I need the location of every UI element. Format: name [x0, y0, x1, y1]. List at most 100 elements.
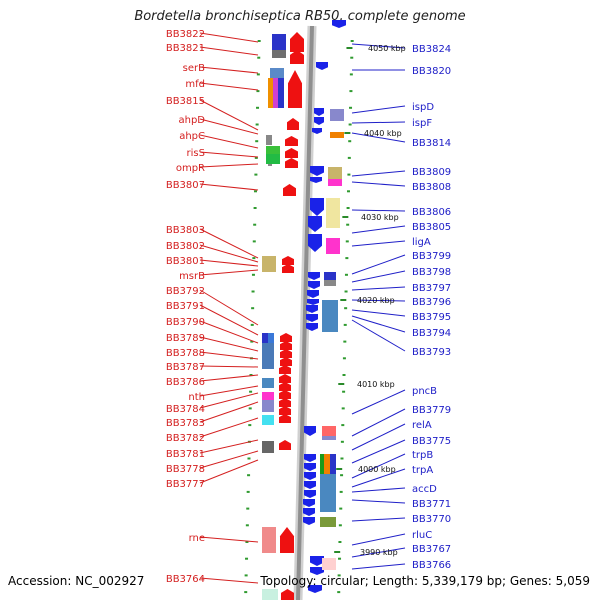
gene-block	[262, 589, 278, 600]
reverse-gene-arrow	[304, 472, 316, 480]
forward-gene-arrow	[290, 50, 304, 64]
gene-block	[262, 333, 268, 343]
map-title: Bordetella bronchiseptica RB50, complete…	[134, 9, 466, 24]
minor-tick	[342, 374, 346, 376]
gene-label-bb3809: BB3809	[412, 167, 451, 178]
gene-label-bb3784: BB3784	[166, 404, 205, 415]
leader-line	[351, 563, 406, 570]
forward-gene-arrow	[279, 382, 291, 391]
reverse-gene-arrow	[303, 508, 315, 516]
minor-tick	[257, 56, 261, 59]
gene-label-bb3771: BB3771	[412, 499, 451, 510]
gene-label-bb3791: BB3791	[166, 301, 205, 312]
forward-gene-arrow	[280, 341, 292, 350]
forward-gene-arrow	[290, 32, 304, 52]
gene-label-rne: rne	[189, 533, 205, 544]
forward-gene-arrow	[279, 398, 291, 407]
minor-tick	[253, 207, 257, 209]
gene-block	[268, 164, 272, 166]
gene-label-msrb: msrB	[179, 271, 205, 282]
reverse-gene-arrow	[310, 198, 324, 216]
leader-line	[351, 547, 406, 558]
gene-label-rela: relA	[412, 420, 432, 431]
major-tick	[346, 47, 353, 49]
leader-line	[199, 244, 259, 263]
minor-tick	[341, 424, 345, 427]
minor-tick	[349, 73, 353, 76]
forward-gene-arrow	[280, 333, 292, 342]
gene-label-bb3783: BB3783	[166, 418, 205, 429]
leader-line	[199, 228, 259, 259]
leader-line	[351, 499, 406, 504]
minor-tick	[251, 307, 255, 310]
forward-gene-arrow	[279, 414, 291, 423]
gene-block	[270, 68, 284, 78]
gene-label-nth: nth	[188, 392, 205, 403]
gene-label-trpa: trpA	[412, 465, 433, 476]
leader-line	[199, 259, 259, 267]
gene-block	[262, 527, 276, 553]
gene-label-bb3777: BB3777	[166, 479, 205, 490]
gene-block	[322, 558, 336, 570]
gene-block	[268, 333, 274, 343]
minor-tick	[253, 190, 257, 193]
leader-line	[199, 401, 259, 423]
leader-line	[199, 374, 259, 382]
reverse-gene-arrow	[310, 556, 324, 566]
gene-label-bb3820: BB3820	[412, 66, 451, 77]
forward-gene-arrow	[283, 184, 296, 196]
minor-tick	[244, 591, 248, 594]
leader-line	[351, 487, 406, 493]
forward-gene-arrow	[279, 406, 291, 415]
kbp-label: 4020 kbp	[357, 296, 395, 305]
leader-line	[199, 304, 259, 336]
leader-line	[199, 439, 259, 454]
gene-label-mfd: mfd	[185, 79, 205, 90]
reverse-gene-arrow	[306, 305, 318, 313]
leader-line	[199, 536, 259, 543]
gene-block	[326, 238, 340, 254]
minor-tick	[340, 457, 344, 460]
minor-tick	[343, 323, 347, 326]
minor-tick	[249, 390, 253, 393]
gene-label-ispf: ispF	[412, 118, 432, 129]
leader-line	[199, 417, 259, 438]
minor-tick	[251, 273, 255, 276]
gene-label-bb3789: BB3789	[166, 333, 205, 344]
reverse-gene-arrow	[310, 567, 324, 575]
leader-line	[199, 269, 259, 276]
minor-tick	[337, 574, 341, 577]
minor-tick	[256, 106, 260, 109]
leader-line	[199, 99, 259, 131]
minor-tick	[347, 173, 351, 176]
gene-block	[328, 179, 342, 186]
minor-tick	[339, 490, 343, 493]
gene-block	[322, 300, 338, 332]
reverse-gene-arrow	[304, 426, 316, 436]
leader-line	[199, 118, 259, 135]
minor-tick	[250, 340, 254, 343]
gene-block	[266, 154, 280, 164]
gene-label-riss: risS	[187, 148, 205, 159]
leader-line	[351, 319, 406, 352]
leader-line	[351, 170, 406, 177]
forward-gene-arrow	[282, 256, 294, 265]
leader-line	[351, 453, 406, 479]
gene-label-bb3814: BB3814	[412, 138, 451, 149]
reverse-gene-arrow	[304, 490, 316, 498]
reverse-gene-arrow	[307, 290, 319, 298]
reverse-gene-arrow	[306, 314, 318, 322]
minor-tick	[256, 90, 260, 93]
gene-block	[262, 256, 276, 272]
gene-label-bb3795: BB3795	[412, 312, 451, 323]
gene-label-pncb: pncB	[412, 386, 437, 397]
leader-line	[351, 270, 406, 283]
minor-tick	[350, 40, 354, 42]
minor-tick	[245, 524, 249, 527]
gene-block	[262, 400, 274, 412]
minor-tick	[337, 591, 341, 594]
major-tick	[344, 132, 351, 134]
